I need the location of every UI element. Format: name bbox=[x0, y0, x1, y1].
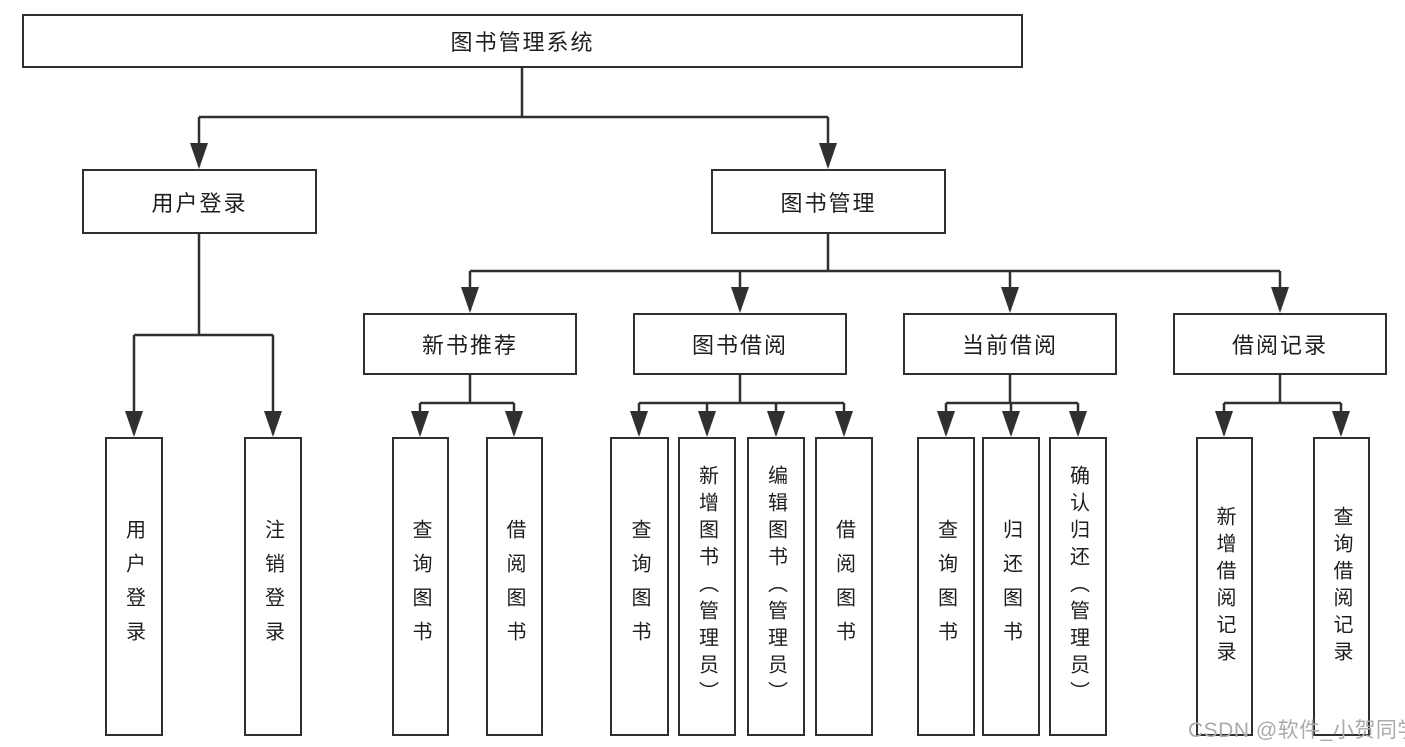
leaf-borrow-books-recommend-label: 借阅图书 bbox=[503, 518, 525, 655]
leaf-return-books: 归还图书 bbox=[982, 437, 1040, 736]
leaf-query-books-borrowing-label: 查询图书 bbox=[628, 518, 650, 655]
node-borrow-records: 借阅记录 bbox=[1173, 313, 1387, 375]
leaf-edit-books-admin: 编辑图书（管理员） bbox=[747, 437, 805, 736]
leaf-add-books-admin: 新增图书（管理员） bbox=[678, 437, 736, 736]
leaf-query-books-recommend-label: 查询图书 bbox=[409, 518, 431, 655]
node-user-login-branch: 用户登录 bbox=[82, 169, 317, 234]
leaf-query-books-current: 查询图书 bbox=[917, 437, 975, 736]
leaf-add-borrow-record: 新增借阅记录 bbox=[1196, 437, 1253, 736]
arrowheads bbox=[125, 143, 1350, 437]
leaf-query-borrow-record: 查询借阅记录 bbox=[1313, 437, 1370, 736]
leaf-add-borrow-record-label: 新增借阅记录 bbox=[1213, 505, 1235, 668]
leaf-edit-books-admin-label: 编辑图书（管理员） bbox=[764, 465, 787, 708]
node-book-borrowing: 图书借阅 bbox=[633, 313, 847, 375]
leaf-user-login: 用户登录 bbox=[105, 437, 163, 736]
leaf-add-books-admin-label: 新增图书（管理员） bbox=[695, 465, 718, 708]
node-current-borrowing: 当前借阅 bbox=[903, 313, 1117, 375]
leaf-query-books-borrowing: 查询图书 bbox=[610, 437, 669, 736]
leaf-user-login-label: 用户登录 bbox=[122, 518, 145, 655]
leaf-query-books-recommend: 查询图书 bbox=[392, 437, 449, 736]
watermark: CSDN @软件_小贺同学 bbox=[1188, 719, 1405, 742]
leaf-borrow-books-borrowing: 借阅图书 bbox=[815, 437, 873, 736]
node-library-management-system: 图书管理系统 bbox=[22, 14, 1023, 68]
leaf-borrow-books-recommend: 借阅图书 bbox=[486, 437, 543, 736]
node-book-management: 图书管理 bbox=[711, 169, 946, 234]
leaf-confirm-return-admin: 确认归还（管理员） bbox=[1049, 437, 1107, 736]
leaf-logout: 注销登录 bbox=[244, 437, 302, 736]
leaf-return-books-label: 归还图书 bbox=[999, 518, 1022, 655]
leaf-confirm-return-admin-label: 确认归还（管理员） bbox=[1066, 465, 1089, 708]
leaf-query-borrow-record-label: 查询借阅记录 bbox=[1330, 505, 1352, 668]
node-new-book-recommend: 新书推荐 bbox=[363, 313, 577, 375]
leaf-query-books-current-label: 查询图书 bbox=[934, 518, 957, 655]
leaf-logout-label: 注销登录 bbox=[261, 518, 284, 655]
leaf-borrow-books-borrowing-label: 借阅图书 bbox=[832, 518, 855, 655]
